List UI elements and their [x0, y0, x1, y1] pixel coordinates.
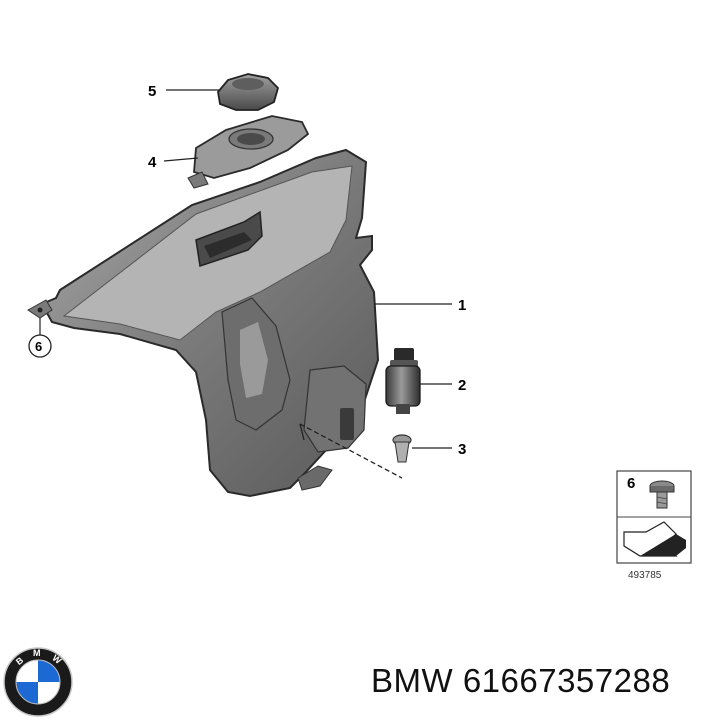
callout-5: 5 [148, 83, 156, 100]
screw-icon [649, 480, 675, 509]
filler-neck-cover [187, 115, 310, 189]
inset-callout-6: 6 [627, 475, 635, 492]
brand-part-number-caption: BMW 61667357288 [371, 662, 671, 699]
callout-2: 2 [458, 377, 466, 394]
inset-box-part-6: 6 493785 [616, 470, 692, 581]
bmw-logo: B M W [3, 647, 73, 717]
filler-cap [217, 73, 280, 111]
pump-grommet [392, 434, 412, 463]
callout-1: 1 [458, 297, 466, 314]
leader-4 [163, 157, 199, 162]
bmw-logo-letter-m: M [33, 648, 41, 658]
inset-reference-number: 493785 [628, 570, 662, 581]
callout-4: 4 [148, 154, 157, 171]
bmw-logo-letter-b: B [14, 655, 26, 667]
washer-reservoir-tank [27, 148, 403, 498]
callout-6: 6 [35, 339, 42, 354]
washer-pump [385, 348, 421, 414]
callout-leaders [39, 89, 452, 449]
callout-6-circle: 6 [28, 334, 52, 358]
mounting-arrow-icon [623, 521, 686, 557]
callout-3: 3 [458, 441, 466, 458]
